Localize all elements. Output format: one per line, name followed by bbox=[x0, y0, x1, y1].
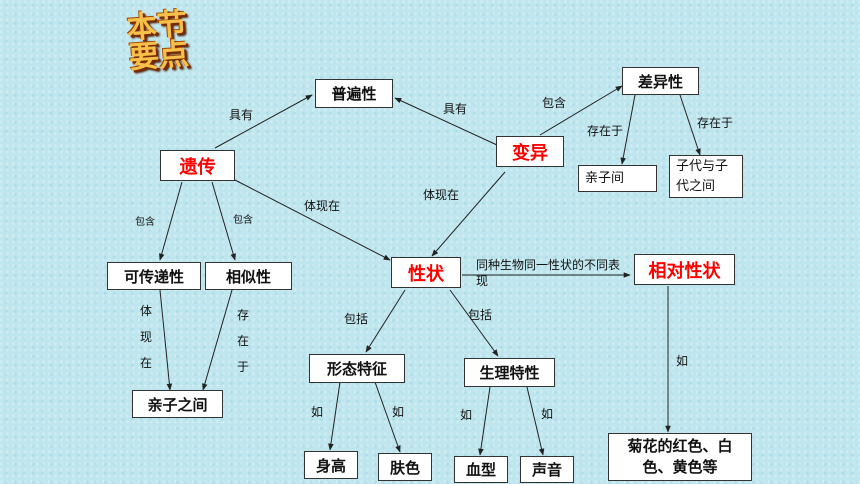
label-juyou-2: 具有 bbox=[443, 102, 468, 116]
arrow-xingzhuang-shenglitexing bbox=[449, 289, 499, 357]
node-fuse: 肤色 bbox=[378, 453, 432, 481]
node-yichuan: 遗传 bbox=[160, 150, 235, 181]
node-chayixing: 差异性 bbox=[622, 67, 699, 95]
label-cunzaiyu-2: 存在于 bbox=[697, 116, 734, 130]
label-ru-1: 如 bbox=[311, 405, 324, 419]
label-tongzhong: 同种生物同一性状的不同表现 bbox=[476, 258, 621, 288]
node-bianyi: 变异 bbox=[496, 136, 564, 167]
arrow-yichuan-xiangsixing bbox=[211, 181, 236, 261]
node-qinzizhijian: 亲子之间 bbox=[132, 390, 223, 418]
label-cun-zai-yu-vertical: 存在于 bbox=[236, 308, 249, 374]
label-ru-4: 如 bbox=[541, 407, 554, 421]
node-xiangsixing: 相似性 bbox=[205, 262, 292, 290]
arrow-shenglitexing-shengyin bbox=[526, 386, 545, 456]
label-baohan-1: 包含 bbox=[542, 96, 567, 110]
arrow-bianyi-pubianxing bbox=[394, 97, 498, 146]
arrow-chayixing-qinzijian bbox=[620, 94, 636, 165]
label-baokuo-2: 包括 bbox=[468, 308, 493, 322]
arrow-yichuan-xingzhuang bbox=[234, 179, 391, 261]
arrow-yichuan-pubianxing bbox=[214, 94, 313, 149]
node-shenglitexing: 生理特性 bbox=[464, 358, 555, 387]
label-cunzaiyu-1: 存在于 bbox=[587, 124, 624, 138]
arrow-yichuan-kechuandixing bbox=[159, 181, 183, 261]
node-xiangduixingzhuang: 相对性状 bbox=[634, 254, 735, 285]
node-xingtaitezheng: 形态特征 bbox=[309, 354, 405, 383]
node-xuexing: 血型 bbox=[454, 456, 508, 483]
arrow-xingtaitezheng-fuse bbox=[374, 381, 401, 453]
arrow-xingtaitezheng-shengao bbox=[328, 381, 341, 451]
label-baohan-2: 包含 bbox=[135, 217, 155, 228]
label-baokuo-1: 包括 bbox=[344, 312, 369, 326]
section-title: 本节要点 bbox=[125, 6, 191, 77]
node-shengyin: 声音 bbox=[520, 456, 574, 483]
label-ru-3: 如 bbox=[460, 408, 473, 422]
arrow-shenglitexing-xuexing bbox=[478, 386, 491, 456]
label-juyou-1: 具有 bbox=[229, 108, 254, 122]
arrow-bianyi-xingzhuang bbox=[431, 171, 506, 257]
label-baohan-3: 包含 bbox=[233, 215, 253, 226]
arrow-xiangsixing-qinzizhijian bbox=[202, 289, 233, 391]
node-qinzijian: 亲子间 bbox=[578, 165, 657, 192]
arrow-xingzhuang-xingtaitezheng bbox=[365, 289, 406, 353]
node-kechuandixing: 可传递性 bbox=[107, 262, 201, 290]
arrow-bianyi-chayixing bbox=[539, 85, 623, 136]
arrow-kechuandixing-qinzizhijian bbox=[159, 289, 173, 391]
label-ti-xian-zai-vertical: 体现在 bbox=[139, 304, 152, 370]
label-tixianzai-2: 体现在 bbox=[423, 188, 460, 202]
label-ru-2: 如 bbox=[392, 405, 405, 419]
node-juhua: 菊花的红色、白色、黄色等 bbox=[608, 433, 752, 481]
arrow-chayixing-zidai bbox=[679, 94, 701, 156]
node-xingzhuang: 性状 bbox=[391, 257, 461, 288]
label-tixianzai-1: 体现在 bbox=[304, 199, 341, 213]
node-shengao: 身高 bbox=[304, 451, 358, 479]
label-ru-5: 如 bbox=[676, 354, 689, 368]
node-zidai: 子代与子代之间 bbox=[669, 155, 743, 198]
node-pubianxing: 普遍性 bbox=[315, 79, 393, 108]
